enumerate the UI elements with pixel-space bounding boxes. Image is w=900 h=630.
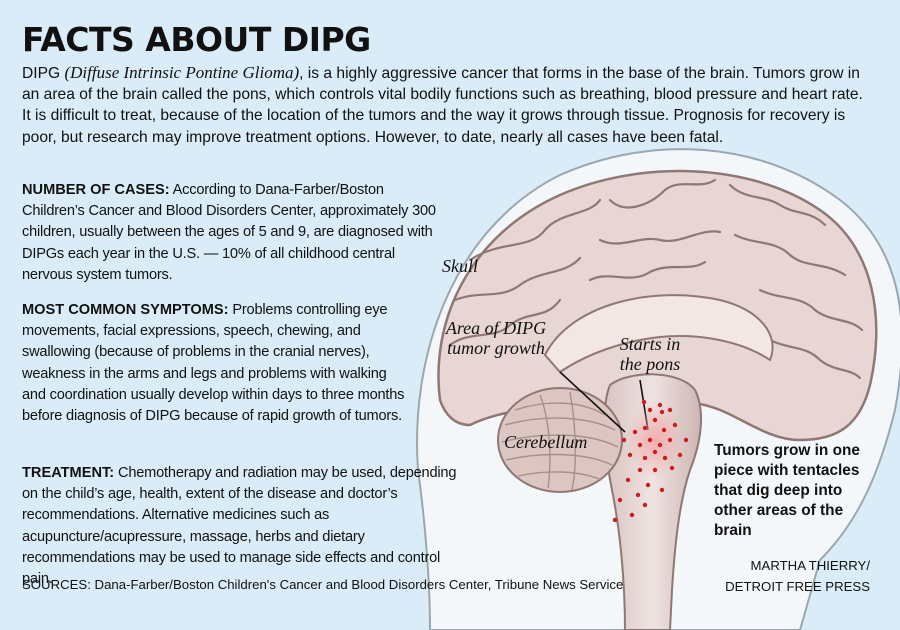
- section-symptoms: MOST COMMON SYMPTOMS: Problems controlli…: [22, 300, 410, 427]
- section-text: Problems controlling eye movements, faci…: [22, 302, 405, 425]
- intro-abbreviation: (Diffuse Intrinsic Pontine Glioma): [64, 63, 300, 82]
- tumor-dot: [661, 427, 667, 433]
- tumor-dot: [641, 399, 647, 405]
- tumor-dot: [647, 437, 653, 443]
- credit-publication: DETROIT FREE PRESS: [725, 579, 870, 594]
- section-text: According to Dana-Farber/Boston Children…: [22, 182, 436, 283]
- tumor-dot: [635, 492, 641, 498]
- credit: MARTHA THIERRY/ DETROIT FREE PRESS: [725, 555, 870, 597]
- corpus-callosum: [543, 294, 774, 374]
- label-tumor-area: Area of DIPG tumor growth: [445, 318, 547, 358]
- tumor-dot: [667, 437, 673, 443]
- cerebellum-shape: [497, 387, 623, 493]
- sources-line: SOURCES: Dana-Farber/Boston Children's C…: [22, 577, 624, 592]
- tumor-dot: [645, 482, 651, 488]
- tumor-dot: [652, 449, 658, 455]
- label-pons: Starts in the pons: [619, 334, 681, 374]
- tumor-dot: [637, 467, 643, 473]
- label-skull: Skull: [442, 256, 478, 276]
- intro-text: , is a highly aggressive cancer that for…: [22, 65, 863, 146]
- tumor-dot: [642, 425, 648, 431]
- tumor-dot: [667, 407, 673, 413]
- tumor-dot: [652, 417, 658, 423]
- tumor-dot: [657, 402, 663, 408]
- tumor-dot: [672, 422, 678, 428]
- tumor-dot: [659, 409, 665, 415]
- tumor-area: [612, 399, 689, 523]
- label-cerebellum: Cerebellum: [504, 432, 588, 452]
- tumor-dot: [612, 517, 618, 523]
- section-heading: NUMBER OF CASES:: [22, 182, 170, 198]
- intro-paragraph: DIPG (Diffuse Intrinsic Pontine Glioma),…: [22, 62, 868, 148]
- section-text: Chemotherapy and radiation may be used, …: [22, 465, 457, 588]
- tumor-dot: [627, 452, 633, 458]
- tumor-dot: [662, 455, 668, 461]
- tumor-dot: [625, 477, 631, 483]
- tumor-dot: [677, 452, 683, 458]
- tumor-dot: [642, 502, 648, 508]
- tumor-dot: [657, 442, 663, 448]
- tumor-dots: [612, 399, 689, 523]
- page-title: FACTS ABOUT DIPG: [22, 20, 371, 59]
- tumor-dot: [642, 455, 648, 461]
- tumor-dot: [637, 442, 643, 448]
- credit-author: MARTHA THIERRY/: [750, 558, 870, 573]
- tumor-dot: [632, 429, 638, 435]
- tumor-dot: [647, 407, 653, 413]
- tumor-dot: [652, 467, 658, 473]
- brain-folds: [448, 178, 864, 380]
- section-heading: MOST COMMON SYMPTOMS:: [22, 302, 229, 318]
- tumor-note: Tumors grow in one piece with tentacles …: [714, 442, 860, 539]
- tumor-dot: [629, 512, 635, 518]
- tumor-dot: [683, 437, 689, 443]
- section-number-of-cases: NUMBER OF CASES: According to Dana-Farbe…: [22, 180, 442, 286]
- section-heading: TREATMENT:: [22, 465, 115, 481]
- tumor-dot: [621, 437, 627, 443]
- section-treatment: TREATMENT: Chemotherapy and radiation ma…: [22, 463, 470, 590]
- tumor-dot: [617, 497, 623, 503]
- intro-lead: DIPG: [22, 65, 61, 82]
- tumor-dot: [659, 487, 665, 493]
- tumor-dot: [669, 465, 675, 471]
